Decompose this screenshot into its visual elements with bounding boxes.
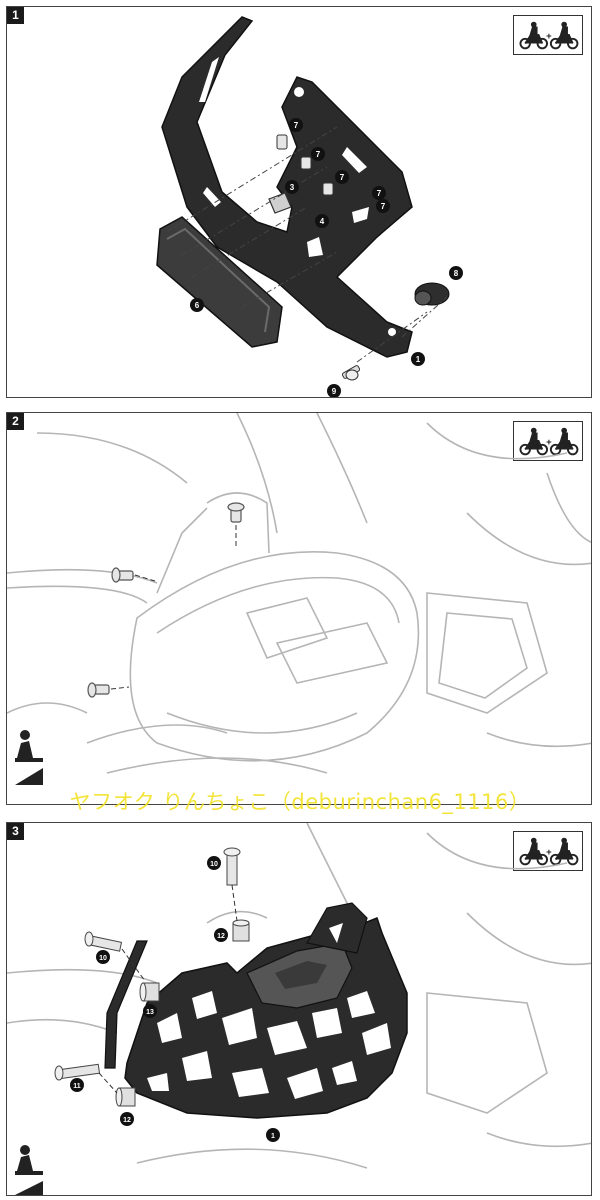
step-number: 2 (7, 413, 24, 430)
two-motorcycles-icon: + (513, 15, 583, 55)
engine-guard-install-view: 10 12 10 13 11 12 1 (7, 823, 591, 1195)
svg-text:4: 4 (320, 217, 325, 226)
svg-text:7: 7 (377, 189, 382, 198)
callout-8: 8 (449, 266, 463, 280)
step-number: 3 (7, 823, 24, 840)
callout-1: 1 (411, 352, 425, 366)
callout-6: 6 (190, 298, 204, 312)
bolt (341, 365, 361, 381)
spacer (115, 1087, 136, 1107)
bolt (54, 1063, 101, 1081)
callout-10: 10 (207, 856, 221, 870)
callout-12: 12 (214, 928, 228, 942)
svg-text:10: 10 (99, 955, 107, 962)
svg-text:11: 11 (73, 1083, 81, 1090)
rubber-bushing (414, 282, 450, 306)
callout-9: 9 (327, 384, 341, 397)
watermark-text: ヤフオク りんちょこ（deburinchan6_1116） (69, 790, 531, 814)
svg-text:6: 6 (195, 301, 200, 310)
svg-text:12: 12 (217, 933, 225, 940)
svg-text:13: 13 (146, 1009, 154, 1016)
two-motorcycles-icon: + (513, 831, 583, 871)
svg-text:8: 8 (454, 269, 459, 278)
svg-text:10: 10 (210, 861, 218, 868)
callout-7: 7 (372, 186, 386, 200)
spacer (232, 919, 250, 942)
step-1-panel: 1 + (6, 6, 592, 398)
plate-mount (156, 216, 283, 348)
svg-text:7: 7 (294, 121, 299, 130)
step-3-panel: 3 + (6, 822, 592, 1196)
bolt (84, 931, 123, 952)
rider-stand-icon (15, 1145, 43, 1195)
spacer (139, 982, 160, 1002)
callout-7: 7 (289, 118, 303, 132)
svg-text:12: 12 (123, 1117, 131, 1124)
svg-text:7: 7 (381, 202, 386, 211)
callout-11: 11 (70, 1078, 84, 1092)
step-number: 1 (7, 7, 24, 24)
step-2-panel: 2 + (6, 412, 592, 805)
svg-text:9: 9 (332, 387, 337, 396)
callout-7: 7 (311, 147, 325, 161)
callout-12: 12 (120, 1112, 134, 1126)
engine-cover-removal-view (7, 413, 591, 785)
callout-13: 13 (143, 1004, 157, 1018)
svg-text:+: + (546, 437, 552, 448)
bracket-exploded-view: 7 7 3 7 7 7 4 8 6 1 9 (156, 16, 463, 397)
callout-1: 1 (266, 1128, 280, 1142)
svg-text:+: + (546, 31, 552, 42)
svg-text:3: 3 (290, 183, 295, 192)
callout-7: 7 (376, 199, 390, 213)
callout-4: 4 (315, 214, 329, 228)
callout-7: 7 (335, 170, 349, 184)
bolt (223, 847, 241, 886)
rider-stand-icon (15, 730, 43, 785)
svg-text:1: 1 (271, 1133, 275, 1140)
svg-text:7: 7 (316, 150, 321, 159)
svg-text:+: + (546, 847, 552, 858)
callout-10: 10 (96, 950, 110, 964)
svg-text:7: 7 (340, 173, 345, 182)
two-motorcycles-icon: + (513, 421, 583, 461)
callout-3: 3 (285, 180, 299, 194)
svg-text:1: 1 (416, 355, 421, 364)
